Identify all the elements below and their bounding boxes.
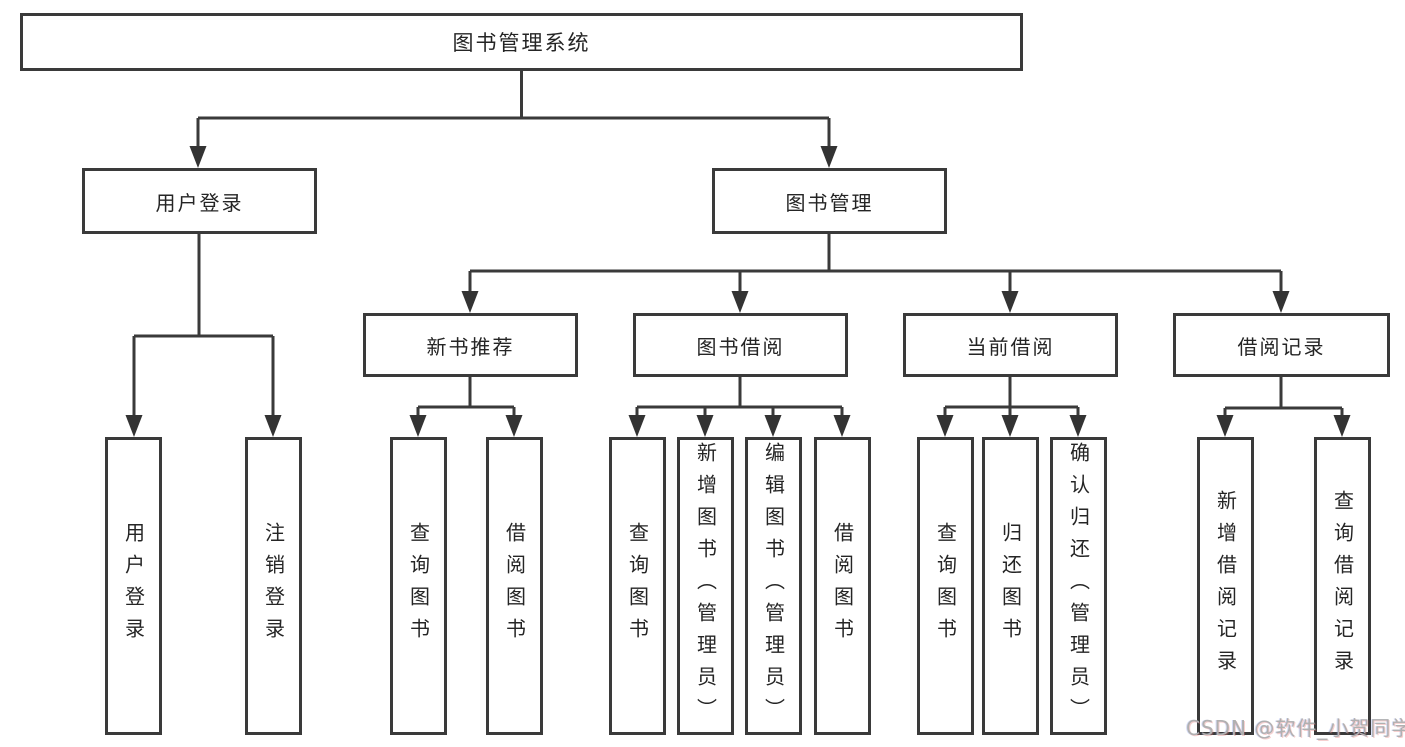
node-label: 查询借阅记录 (1330, 490, 1355, 682)
node-label: 新增借阅记录 (1213, 490, 1238, 682)
node-label: 用户登录 (121, 522, 146, 650)
node-book-management: 图书管理 (712, 168, 947, 234)
node-label: 新书推荐 (426, 334, 515, 359)
leaf-query-books-recommend: 查询图书 (390, 437, 447, 735)
node-label: 编辑图书（管理员） (761, 442, 786, 730)
node-label: 新增图书（管理员） (693, 442, 718, 730)
node-label: 图书管理系统 (452, 31, 591, 55)
arrowhead-icon (264, 415, 282, 437)
leaf-confirm-return-admin: 确认归还（管理员） (1050, 437, 1107, 735)
node-label: 图书借阅 (696, 334, 785, 359)
node-label: 当前借阅 (966, 334, 1055, 359)
arrowhead-icon (461, 291, 479, 313)
csdn-watermark: CSDN @软件_小贺同学 (1186, 716, 1405, 740)
leaf-user-login: 用户登录 (105, 437, 162, 735)
node-label: 归还图书 (998, 522, 1023, 650)
arrowhead-icon (820, 146, 838, 168)
node-label: 查询图书 (625, 522, 650, 650)
arrowhead-icon (505, 415, 523, 437)
arrowhead-icon (409, 415, 427, 437)
node-label: 注销登录 (261, 522, 286, 650)
connector-book-management-children (468, 233, 1283, 296)
arrowhead-icon (731, 291, 749, 313)
arrowhead-icon (628, 415, 646, 437)
leaf-query-borrow-record: 查询借阅记录 (1314, 437, 1371, 735)
arrowhead-icon (1069, 415, 1087, 437)
arrowhead-icon (696, 415, 714, 437)
node-user-login: 用户登录 (82, 168, 317, 234)
node-label: 图书管理 (785, 190, 874, 215)
arrowhead-icon (833, 415, 851, 437)
connector-root-to-level1 (196, 70, 831, 150)
leaf-borrow-books: 借阅图书 (814, 437, 871, 735)
leaf-add-borrow-record: 新增借阅记录 (1197, 437, 1254, 735)
arrowhead-icon (1272, 291, 1290, 313)
node-current-borrow: 当前借阅 (903, 313, 1118, 377)
node-label: 借阅图书 (502, 522, 527, 650)
arrowhead-icon (764, 415, 782, 437)
node-label: 借阅图书 (830, 522, 855, 650)
leaf-query-books-current: 查询图书 (917, 437, 974, 735)
leaf-add-books-admin: 新增图书（管理员） (677, 437, 734, 735)
leaf-edit-books-admin: 编辑图书（管理员） (745, 437, 802, 735)
node-new-book-recommend: 新书推荐 (363, 313, 578, 377)
arrowhead-icon (1333, 415, 1351, 437)
connector-book-borrow-children (635, 377, 844, 420)
arrowheads (125, 146, 1351, 437)
leaf-return-books: 归还图书 (982, 437, 1039, 735)
node-borrow-records: 借阅记录 (1173, 313, 1390, 377)
node-book-borrow: 图书借阅 (633, 313, 848, 377)
connector-current-borrow-children (943, 377, 1080, 420)
arrowhead-icon (1001, 415, 1019, 437)
node-label: 确认归还（管理员） (1066, 442, 1091, 730)
arrowhead-icon (125, 415, 143, 437)
leaf-logout: 注销登录 (245, 437, 302, 735)
connector-new-book-recommend-children (416, 377, 516, 420)
arrowhead-icon (189, 146, 207, 168)
node-label: 借阅记录 (1237, 334, 1326, 359)
node-label: 用户登录 (155, 190, 244, 215)
connector-borrow-records-children (1223, 377, 1344, 420)
arrowhead-icon (936, 415, 954, 437)
connector-user-login-children (132, 233, 275, 420)
leaf-query-books-borrow: 查询图书 (609, 437, 666, 735)
arrowhead-icon (1216, 415, 1234, 437)
leaf-borrow-books-recommend: 借阅图书 (486, 437, 543, 735)
node-label: 查询图书 (406, 522, 431, 650)
node-label: 查询图书 (933, 522, 958, 650)
arrowhead-icon (1001, 291, 1019, 313)
node-library-management-system: 图书管理系统 (20, 13, 1023, 71)
